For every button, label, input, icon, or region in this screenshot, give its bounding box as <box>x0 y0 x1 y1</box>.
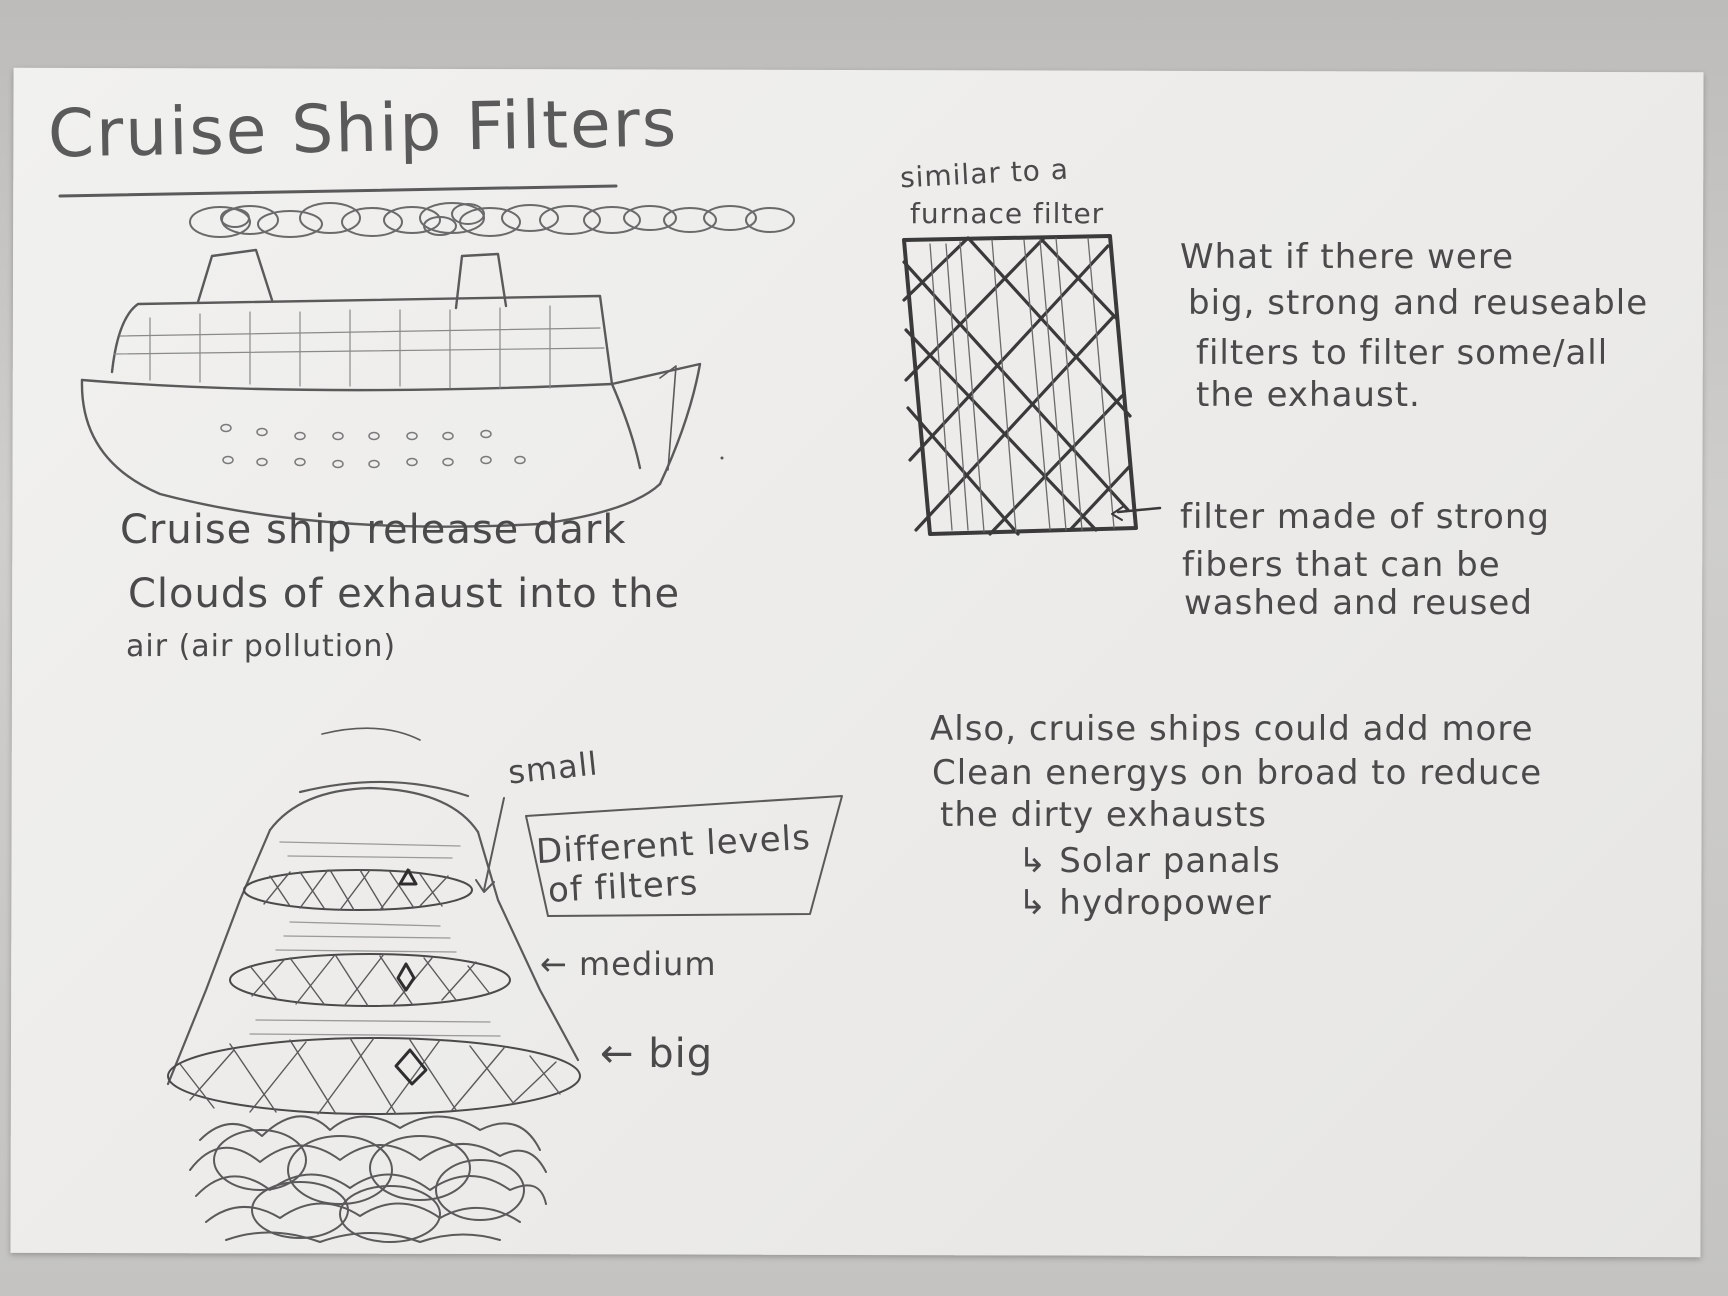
label-small: small <box>506 744 600 792</box>
ship-caption-line: air (air pollution) <box>126 629 397 664</box>
filter-note-line: fibers that can be <box>1182 545 1501 585</box>
ship-caption-line: Clouds of exhaust into the <box>128 571 681 617</box>
also-note-line: ↳ Solar panals <box>1018 841 1281 881</box>
also-note-line: Also, cruise ships could add more <box>930 709 1534 749</box>
furnace-note-line: similar to a <box>899 152 1070 195</box>
also-note-line: Clean energys on broad to reduce <box>932 753 1543 793</box>
also-note-line: ↳ hydropower <box>1018 883 1272 923</box>
question-line: the exhaust. <box>1196 375 1421 415</box>
pencil-dot <box>720 456 724 460</box>
cruise-ship <box>80 248 702 528</box>
stack-filter-drawing <box>166 727 843 1243</box>
question-line: filters to filter some/all <box>1196 333 1609 373</box>
label-medium: ← medium <box>540 945 717 983</box>
title-underline <box>58 184 618 198</box>
page-title: Cruise Ship Filters <box>47 84 679 173</box>
also-note-line: the dirty exhausts <box>940 795 1268 835</box>
filter-note-line: filter made of strong <box>1180 497 1550 537</box>
ship-caption-line: Cruise ship release dark <box>120 507 627 553</box>
furnace-note-line: furnace filter <box>910 197 1105 230</box>
question-line: big, strong and reuseable <box>1188 283 1649 323</box>
smoke-cloud <box>189 202 795 238</box>
furnace-filter-drawing <box>902 234 1162 536</box>
question-line: What if there were <box>1180 237 1514 277</box>
filter-note-line: washed and reused <box>1184 583 1533 623</box>
levels-box-line: of filters <box>547 863 700 911</box>
label-big: ← big <box>600 1031 714 1077</box>
